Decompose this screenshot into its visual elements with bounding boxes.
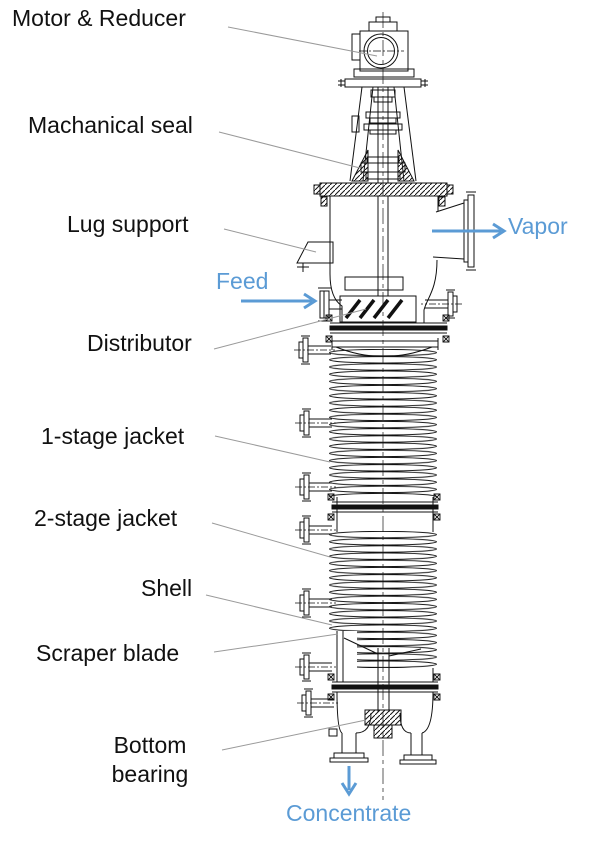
side-nozzle [420,289,463,319]
label-mechanical-seal: Machanical seal [28,112,193,138]
label-2-stage-jacket: 2-stage jacket [34,505,178,531]
label-distributor: Distributor [87,330,192,356]
girth-flange [327,493,441,521]
label-shell: Shell [141,575,193,601]
shell-wall [337,497,433,682]
lug-support [297,242,333,272]
side-nozzle [296,688,339,718]
label-scraper-blade: Scraper blade [36,640,180,666]
vapor-arrow-icon [432,224,504,238]
leader-lines [206,27,377,750]
distributor [340,296,416,322]
motor-mounting-flange [338,79,428,87]
label-motor-reducer: Motor & Reducer [12,5,186,31]
top-head-plate [314,183,453,206]
stream-label-vapor: Vapor [508,213,568,239]
bottom-bearing [365,710,401,738]
mechanical-seal [361,87,405,183]
label-bottom-bearing: Bottom bearing [111,732,189,788]
vessel-head [330,196,438,323]
motor-reducer-assembly [352,17,414,77]
drive-stand [350,87,416,181]
jacket-2-coil [329,531,437,668]
support-leg [400,733,436,764]
side-nozzle [293,335,336,365]
side-nozzle [294,652,337,682]
stream-label-feed: Feed [216,268,269,294]
girth-flange [325,314,450,343]
concentrate-outlet [330,733,368,762]
label-lug-support: Lug support [67,211,189,237]
feed-arrow-icon [241,294,315,308]
scraper-blades [344,638,421,712]
girth-flange [327,673,441,701]
jacket-1-coil [329,349,437,497]
label-1-stage-jacket: 1-stage jacket [41,423,185,449]
concentrate-arrow-icon [342,766,356,794]
stream-label-concentrate: Concentrate [286,800,412,826]
